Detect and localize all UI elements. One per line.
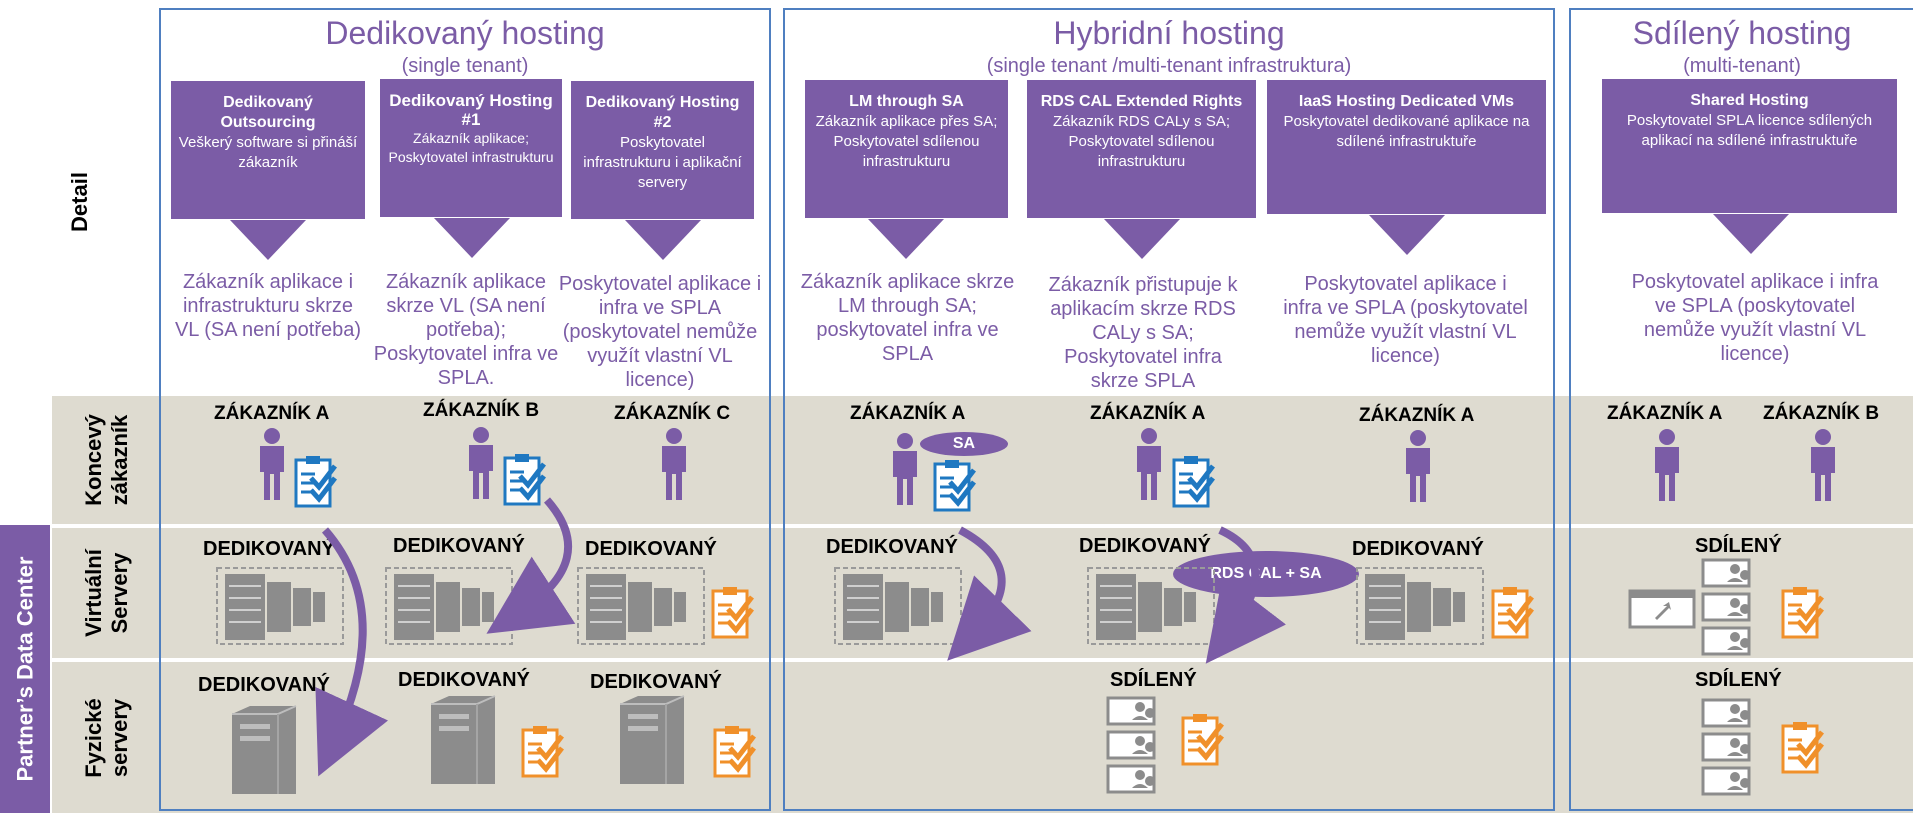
down-arrow [1104,219,1180,259]
customer-label: ZÁKAZNÍK A [1359,405,1475,426]
down-arrow [230,220,306,260]
physical-server-label: DEDIKOVANÝ [590,671,722,693]
virtual-server-label: DEDIKOVANÝ [1079,535,1211,557]
description: Poskytovatel aplikace i infra ve SPLA (p… [1283,273,1528,367]
customer-label: ZÁKAZNÍK A [1090,403,1206,424]
person-icon [1652,429,1682,501]
description: Zákazník aplikace skrze LM through SA; p… [800,271,1015,365]
virtual-server-label: DEDIKOVANÝ [826,536,958,558]
spla-clipboard-icon [1780,585,1826,641]
spla-clipboard-icon [1780,720,1826,776]
customer-label: ZÁKAZNÍK C [614,403,731,424]
description: Zákazník přistupuje k aplikacím skrze RD… [1048,274,1238,392]
shared-server-icon [1695,696,1763,800]
down-arrow [1369,215,1445,255]
person-icon [1403,430,1433,502]
customer-label: ZÁKAZNÍK A [850,403,966,424]
hybrid-hosting-section: Hybridní hosting (single tenant /multi-t… [783,8,1555,811]
customer-label: ZÁKAZNÍK A [214,403,330,424]
physical-server-label: DEDIKOVANÝ [398,669,530,691]
description: Zákazník aplikace i infrastrukturu skrze… [174,271,362,341]
server-rack-icon [1355,560,1485,648]
tower-server-icon [226,704,298,796]
spla-clipboard-icon [1490,585,1536,641]
person-icon [890,433,920,505]
spla-clipboard-icon [712,724,758,780]
shared-server-icon [1100,694,1168,798]
end-customer-label: Koncevý zákazník [81,414,132,506]
license-clipboard-icon [293,454,339,510]
customer-label: ZÁKAZNÍK B [1763,403,1880,424]
section-subtitle: (single tenant) [401,55,529,77]
virtual-server-label: DEDIKOVANÝ [393,535,525,557]
section-subtitle: (multi-tenant) [1683,55,1801,77]
license-clipboard-icon [932,458,978,514]
down-arrow [625,220,701,260]
virtual-server-label: DEDIKOVANÝ [585,538,717,560]
physical-server-label: DEDIKOVANÝ [198,674,330,696]
license-clipboard-icon [1171,454,1217,510]
virtual-server-label: DEDIKOVANÝ [203,538,335,560]
person-icon [257,428,287,500]
physical-servers-label: Fyzické servery [81,697,132,778]
end-customer-band [52,396,1913,524]
remote-desktop-icon [1627,588,1697,632]
section-subtitle: (single tenant /multi-tenant infrastrukt… [986,55,1352,77]
physical-server-label: SDÍLENÝ [1110,669,1197,691]
description: Zákazník aplikace skrze VL (SA není potř… [373,271,559,389]
person-icon [659,428,689,500]
spla-clipboard-icon [1180,712,1226,768]
person-icon [1808,429,1838,501]
server-rack-icon [384,560,514,648]
virtual-server-label: DEDIKOVANÝ [1352,538,1484,560]
customer-label: ZÁKAZNÍK B [423,400,540,421]
spla-clipboard-icon [710,585,756,641]
physical-server-label: SDÍLENÝ [1695,669,1782,691]
down-arrow [434,218,510,258]
virtual-servers-label: Virtuální Servery [81,549,132,637]
server-rack-icon [833,560,963,648]
virtual-server-label: SDÍLENÝ [1695,535,1782,557]
tower-server-icon [614,694,686,786]
server-rack-icon [1086,560,1216,648]
section-title: Sdílený hosting [1632,15,1852,51]
server-rack-icon [576,560,706,648]
sa-badge: SA [920,432,1008,456]
person-icon [466,427,496,499]
section-title: Dedikovaný hosting [325,15,605,51]
down-arrow [868,219,944,259]
description: Poskytovatel aplikace i infra ve SPLA (p… [558,273,762,391]
description: Poskytovatel aplikace i infra ve SPLA (p… [1631,271,1879,365]
license-clipboard-icon [502,452,548,508]
server-rack-icon [215,560,345,648]
dedicated-hosting-section: Dedikovaný hosting (single tenant) [159,8,771,811]
down-arrow [1713,214,1789,254]
shared-hosting-section: Sdílený hosting (multi-tenant) [1569,8,1913,811]
partner-data-center-label: Partner’s Data Center [0,525,50,813]
detail-label: Detail [67,172,93,232]
tower-server-icon [425,694,497,786]
shared-server-icon [1695,556,1763,660]
customer-label: ZÁKAZNÍK A [1607,403,1723,424]
section-title: Hybridní hosting [1053,15,1285,51]
person-icon [1134,428,1164,500]
spla-clipboard-icon [520,724,566,780]
